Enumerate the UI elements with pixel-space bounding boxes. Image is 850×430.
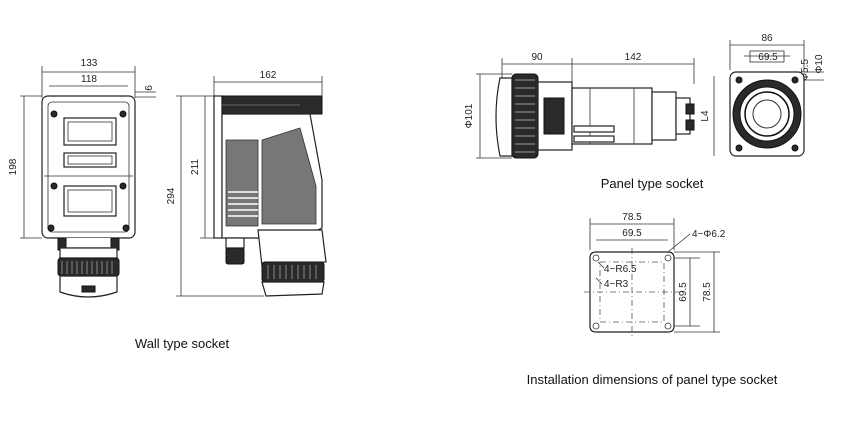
dim-panel-l4: L4 bbox=[700, 110, 711, 122]
dim-panel-width-86: 86 bbox=[761, 33, 773, 44]
dim-panel-depth-90: 90 bbox=[531, 52, 543, 63]
label-radius-6-5: 4−R6.5 bbox=[604, 264, 637, 275]
wall-socket-front-view: 133 118 6 198 bbox=[8, 58, 156, 298]
label-radius-3: 4−R3 bbox=[604, 279, 629, 290]
dim-wall-height-198: 198 bbox=[8, 158, 19, 175]
dim-panel-phi-10: Φ10 bbox=[814, 54, 825, 74]
dim-wall-height-211: 211 bbox=[190, 159, 201, 175]
dim-install-width-78-5: 78.5 bbox=[622, 212, 642, 223]
wall-front-grip-ring bbox=[57, 257, 120, 277]
dim-panel-phi-5-5: Φ5.5 bbox=[800, 59, 811, 81]
dim-wall-width-118: 118 bbox=[81, 74, 97, 85]
label-holes-phi-6-2: 4−Φ6.2 bbox=[692, 229, 726, 240]
dim-panel-hole-spacing-69-5: 69.5 bbox=[758, 52, 778, 63]
installation-cutout-drawing: 78.5 69.5 4−Φ6.2 4−R6.5 4−R3 69.5 78.5 bbox=[584, 212, 726, 338]
panel-socket-front-view: 86 69.5 Φ5.5 Φ10 L4 bbox=[700, 33, 825, 157]
caption-panel-type-socket: Panel type socket bbox=[601, 176, 704, 191]
dim-wall-height-294: 294 bbox=[166, 187, 177, 204]
caption-wall-type-socket: Wall type socket bbox=[135, 336, 230, 351]
dim-panel-depth-142: 142 bbox=[625, 52, 642, 63]
panel-socket-side-view: 90 142 Φ101 bbox=[464, 52, 695, 159]
caption-installation-dimensions: Installation dimensions of panel type so… bbox=[527, 372, 778, 387]
dim-panel-diameter-101: Φ101 bbox=[464, 103, 475, 128]
dim-install-height-69-5: 69.5 bbox=[678, 282, 689, 302]
dim-wall-depth-162: 162 bbox=[260, 70, 277, 81]
dim-install-width-69-5: 69.5 bbox=[622, 228, 642, 239]
wall-side-socket-head bbox=[257, 229, 327, 297]
dim-install-height-78-5: 78.5 bbox=[702, 282, 713, 302]
wall-socket-side-view: 162 294 211 bbox=[166, 70, 327, 297]
dim-wall-6: 6 bbox=[144, 85, 155, 91]
dim-wall-width-133: 133 bbox=[81, 58, 98, 69]
